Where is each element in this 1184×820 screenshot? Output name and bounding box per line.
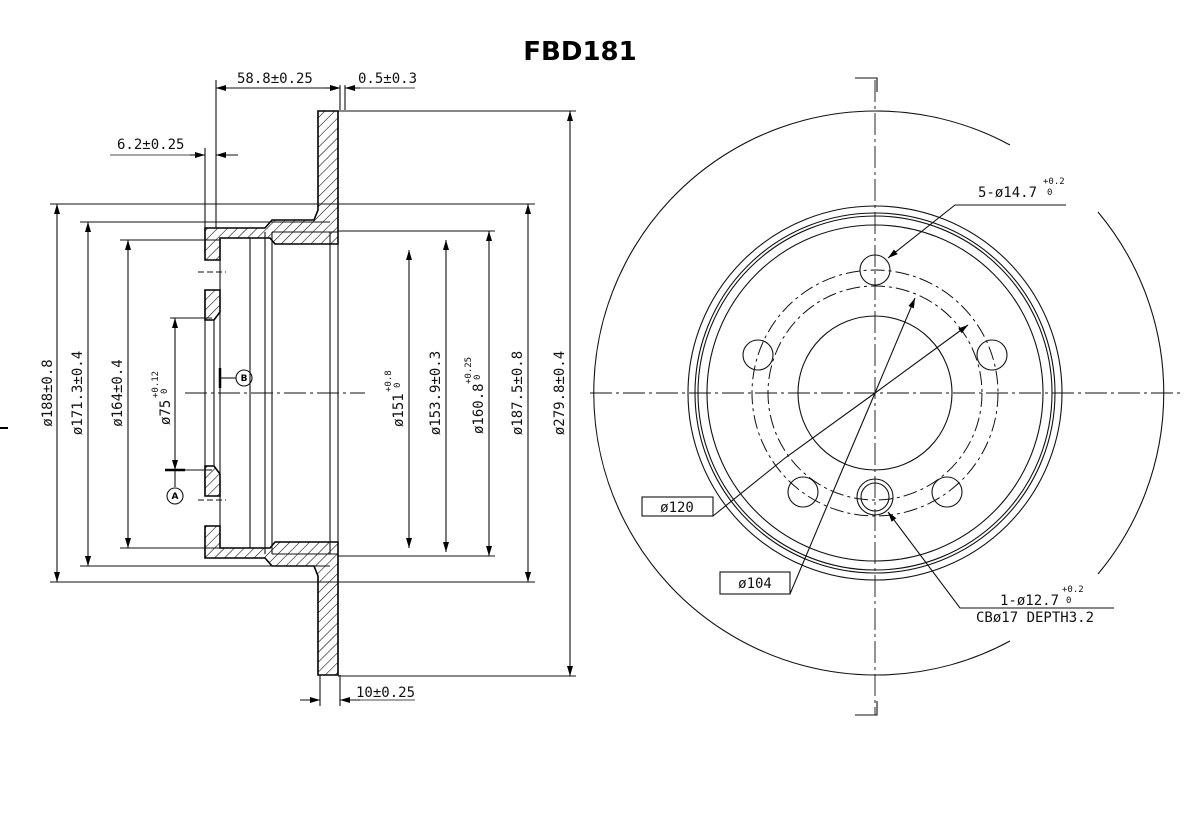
disc-outer-edge	[593, 110, 1011, 676]
locator-hole	[860, 482, 890, 512]
pcd-120-label: ø120	[660, 500, 694, 516]
dim-d160: ø160.8	[471, 383, 487, 434]
bolt-holes-upper: +0.2	[1043, 177, 1065, 187]
section-top-lip	[204, 289, 221, 321]
locator-hole-label: 1-ø12.7	[1000, 593, 1059, 609]
dim-d279: ø279.8±0.4	[552, 351, 568, 435]
hat-inner-ring	[706, 224, 1044, 562]
datum-a: A	[165, 468, 185, 505]
dim-d164: ø164±0.4	[110, 359, 126, 426]
pcd-120-circle	[751, 269, 999, 517]
front-view: 5-ø14.7 +0.2 0 ø120 ø104 1-ø12.7 +0.2 0 …	[590, 77, 1184, 716]
svg-text:B: B	[241, 374, 248, 384]
dim-d187: ø187.5±0.8	[510, 351, 526, 435]
counterbore	[856, 478, 894, 516]
hat-ring-3	[697, 215, 1053, 571]
bolt-hole	[931, 476, 963, 508]
dim-d188: ø188±0.8	[40, 359, 56, 426]
center-bore	[797, 315, 953, 471]
section-view: 58.8±0.25 0.5±0.3 6.2±0.25 10±0.25 ø188±…	[0, 71, 576, 706]
hat-ring-2	[694, 212, 1056, 574]
dim-d151: ø151	[391, 393, 407, 427]
bolt-hole	[787, 476, 819, 508]
dim-d171: ø171.3±0.4	[70, 351, 86, 435]
extension-lines	[50, 110, 576, 677]
dim-d75-upper: +0.12	[151, 371, 161, 398]
disc-outer-edge-right	[1097, 211, 1165, 575]
counterbore-label: CBø17 DEPTH3.2	[976, 610, 1094, 626]
dim-d151-upper: +0.8	[384, 370, 394, 392]
datum-b: B	[218, 368, 253, 388]
dim-d160-lower: 0	[473, 375, 483, 380]
dim-hat-height: 58.8±0.25	[237, 71, 313, 87]
dim-thickness: 10±0.25	[356, 685, 415, 701]
dimension-lines	[54, 85, 573, 703]
dim-d153: ø153.9±0.3	[428, 351, 444, 435]
part-number-title: FBD181	[523, 37, 636, 67]
bolt-hole	[742, 339, 774, 371]
locator-hole-upper: +0.2	[1062, 585, 1084, 595]
svg-text:A: A	[172, 492, 179, 502]
dim-d151-lower: 0	[393, 383, 403, 388]
pcd-104-label: ø104	[738, 576, 772, 592]
section-marks	[855, 77, 878, 716]
pcd-104-circle	[767, 285, 983, 501]
bolt-hole	[976, 339, 1008, 371]
bolt-holes	[742, 254, 1008, 516]
callout-lines	[641, 204, 1114, 609]
hat-lines	[198, 80, 346, 706]
section-bottom-lip	[204, 465, 221, 497]
dim-d160-upper: +0.25	[464, 357, 474, 384]
locator-hole-lower: 0	[1066, 596, 1071, 606]
dim-hat-offset: 6.2±0.25	[117, 137, 184, 153]
hat-outer-ring	[687, 205, 1063, 581]
bolt-holes-lower: 0	[1047, 188, 1052, 198]
bolt-holes-label: 5-ø14.7	[978, 185, 1037, 201]
dim-d75-lower: 0	[160, 389, 170, 394]
bolt-hole	[859, 254, 891, 286]
dim-runout: 0.5±0.3	[358, 71, 417, 87]
dim-d75: ø75	[158, 400, 174, 425]
